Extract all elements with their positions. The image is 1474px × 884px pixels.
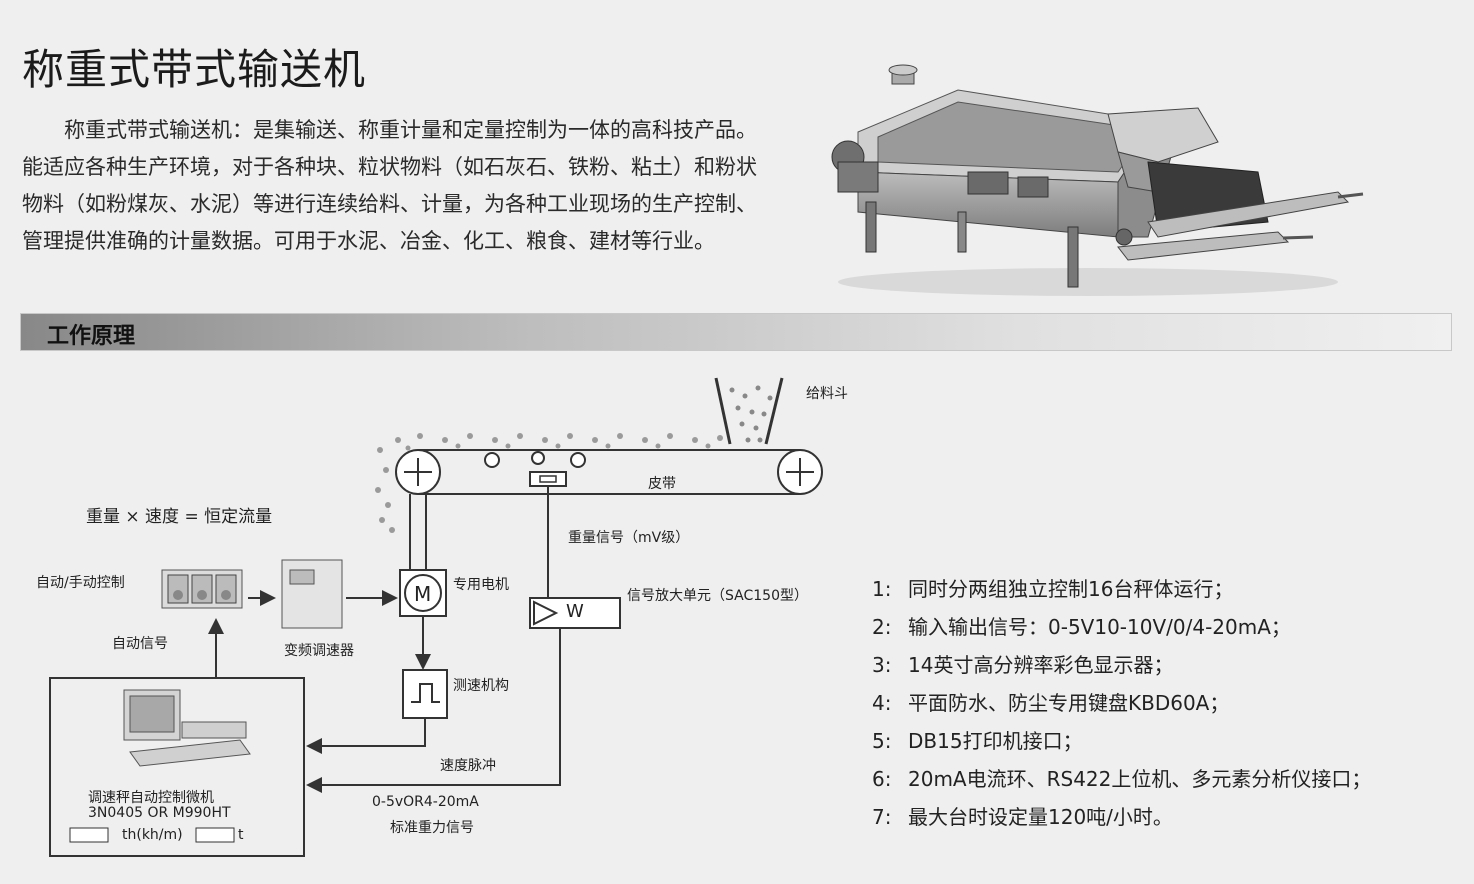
list-item: 5:DB15打印机接口； (872, 729, 1083, 753)
page-title: 称重式带式输送机 (22, 45, 367, 94)
section-header-bar: 工作原理 (20, 313, 1452, 351)
belt-label: 皮带 (648, 476, 676, 492)
working-principle-diagram (49, 377, 823, 857)
auto-signal-label: 自动信号 (112, 636, 168, 652)
computer-label-2: 3N0405 OR M990HT (88, 805, 231, 821)
formula-text: 重量 × 速度 = 恒定流量 (86, 507, 273, 527)
list-item: 1:同时分两组独立控制16台秤体运行； (872, 577, 1234, 601)
auto-manual-label: 自动/手动控制 (36, 575, 125, 591)
list-item: 2:输入输出信号：0-5V10-10V/0/4-20mA； (872, 615, 1291, 639)
list-item: 3:14英寸高分辨率彩色显示器； (872, 653, 1174, 677)
weight-signal-label: 重量信号（mV级） (568, 530, 690, 546)
speed-sensor-label: 测速机构 (453, 678, 509, 694)
computer-label-1: 调速秤自动控制微机 (88, 790, 214, 806)
motor-symbol: M (414, 582, 432, 606)
section-title: 工作原理 (47, 324, 136, 349)
list-item: 6:20mA电流环、RS422上位机、多元素分析仪接口； (872, 767, 1372, 791)
feature-list: 1:同时分两组独立控制16台秤体运行； 2:输入输出信号：0-5V10-10V/… (872, 570, 1371, 836)
list-item: 7:最大台时设定量120吨/小时。 (872, 805, 1173, 829)
inverter-label: 变频调速器 (284, 643, 354, 659)
list-item: 4:平面防水、防尘专用键盘KBD60A； (872, 691, 1230, 715)
unit-label-2: t (238, 827, 244, 843)
standard-signal-label-2: 标准重力信号 (390, 820, 474, 836)
conveyor-machine-image (831, 64, 1364, 296)
motor-label: 专用电机 (453, 577, 509, 593)
amplifier-symbol: W (566, 601, 584, 622)
unit-label-1: th(kh/m) (122, 827, 183, 843)
standard-signal-label-1: 0-5vOR4-20mA (372, 794, 479, 810)
speed-pulse-label: 速度脉冲 (440, 758, 496, 774)
intro-paragraph: 称重式带式输送机：是集输送、称重计量和定量控制为一体的高科技产品。能适应各种生产… (22, 118, 757, 253)
hopper-label: 给料斗 (806, 386, 848, 402)
amplifier-label: 信号放大单元（SAC150型） (627, 588, 808, 604)
